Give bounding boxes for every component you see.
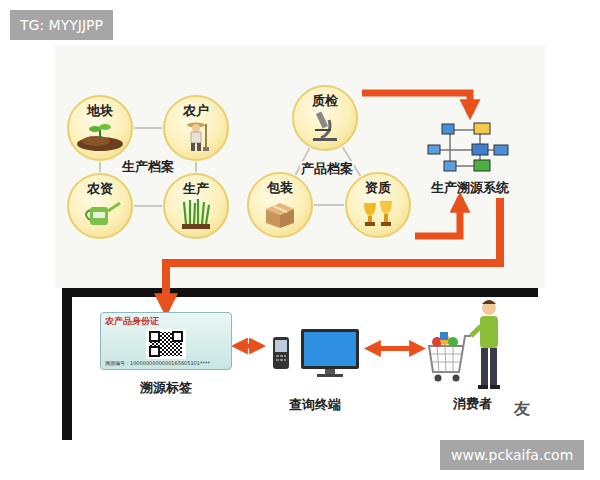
circle-label: 地块 <box>69 97 131 119</box>
circle-label: 质检 <box>294 87 356 109</box>
circle-label: 农资 <box>69 175 131 197</box>
flow-arrow <box>236 344 261 349</box>
qr-code <box>146 329 186 359</box>
archive-circle: 资质 <box>345 172 411 238</box>
archive-circle: 农资 <box>67 173 133 239</box>
link-line <box>314 204 344 206</box>
trace-label-node: 农产品身份证溯源编号：1000000000000165605101**** 溯源标… <box>100 312 232 396</box>
circle-label: 农户 <box>165 97 227 119</box>
id-card: 农产品身份证溯源编号：1000000000000165605101**** <box>100 312 232 370</box>
flow-arrow <box>362 93 470 114</box>
icon <box>69 120 131 152</box>
system-node: 生产溯源系统 <box>415 116 525 196</box>
upper-panel <box>55 45 545 288</box>
icon <box>425 296 520 396</box>
card-number: 溯源编号：1000000000000165605101**** <box>105 360 227 366</box>
terminal-node: 查询终端 <box>265 323 365 413</box>
watermark: TG: MYYJJPP <box>10 10 113 40</box>
watermark: 友 <box>514 400 530 418</box>
archive-circle: 地块 <box>67 95 133 161</box>
icon <box>69 198 131 230</box>
flow-arrow <box>369 346 421 351</box>
node-caption: 生产溯源系统 <box>415 180 525 196</box>
terminal-icon <box>265 323 365 379</box>
circle-label: 包装 <box>249 174 311 196</box>
group-label: 生产档案 <box>121 159 175 175</box>
icon <box>165 120 227 152</box>
link-line <box>195 162 197 172</box>
archive-circle: 包装 <box>247 172 313 238</box>
group-label: 产品档案 <box>300 161 354 177</box>
link-line <box>99 162 101 172</box>
icon <box>249 197 311 229</box>
icon <box>294 110 356 142</box>
link-line <box>134 127 162 129</box>
flow-arrow <box>415 198 460 236</box>
lower-panel <box>72 297 538 440</box>
archive-circle: 生产 <box>163 173 229 239</box>
icon <box>165 198 227 230</box>
icon <box>265 323 365 379</box>
consumer-node: 消费者 <box>425 296 520 412</box>
watermark: www.pckaifa.com <box>440 440 584 470</box>
icon <box>347 197 409 229</box>
circle-label: 生产 <box>165 175 227 197</box>
archive-circle: 质检 <box>292 85 358 151</box>
node-caption: 查询终端 <box>265 397 365 413</box>
node-caption: 消费者 <box>425 396 520 412</box>
card-heading: 农产品身份证 <box>105 316 227 327</box>
network-icon <box>420 116 520 178</box>
icon <box>415 116 525 178</box>
consumer-icon <box>425 296 520 396</box>
lower-frame <box>62 288 538 440</box>
archive-circle: 农户 <box>163 95 229 161</box>
circle-label: 资质 <box>347 174 409 196</box>
node-caption: 溯源标签 <box>100 380 232 396</box>
link-line <box>134 205 162 207</box>
